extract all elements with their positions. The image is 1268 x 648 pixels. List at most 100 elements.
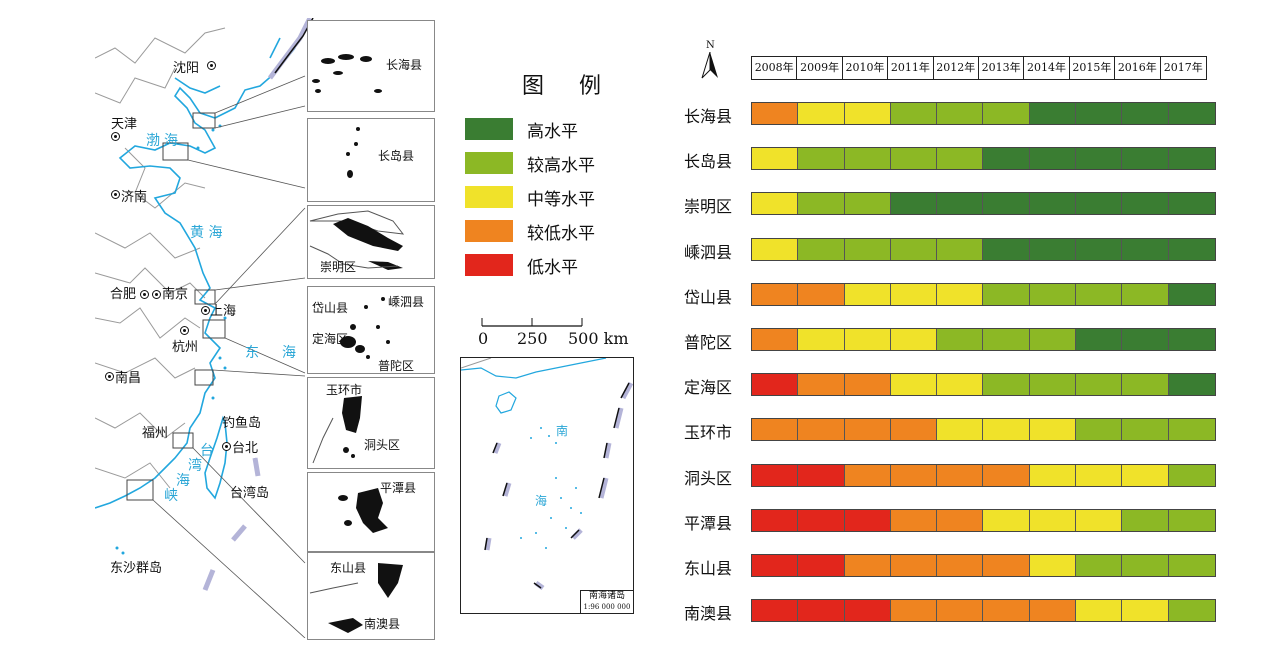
city-marker (180, 326, 189, 335)
level-cell (983, 374, 1030, 396)
scale-tick-500: 500 km (568, 329, 629, 348)
level-cell (798, 419, 845, 441)
level-cell (1122, 600, 1169, 622)
scs-map (460, 357, 634, 591)
level-cell (983, 509, 1030, 531)
level-cell (1076, 238, 1123, 260)
level-cell (1029, 283, 1077, 305)
level-cell (844, 374, 891, 396)
scs-caption-box: 南海诸岛 1:96 000 000 (580, 590, 633, 613)
legend-swatch (465, 220, 513, 242)
inset-dongshan-nanao: 东山县 南澳县 (307, 552, 435, 640)
year-label: 2014年 (1024, 57, 1070, 79)
island-shapes (309, 210, 405, 270)
row-bar (751, 192, 1216, 216)
level-cell (752, 464, 799, 486)
row-bar (751, 102, 1216, 125)
label-taiwan-strait: 台 (200, 443, 214, 459)
level-cell (890, 374, 938, 396)
level-cell (890, 464, 938, 486)
row-label: 嵊泗县 (684, 242, 733, 262)
label-diaoyu: 钓鱼岛 (222, 416, 262, 431)
level-cell (844, 464, 891, 486)
year-label: 2009年 (797, 57, 843, 79)
legend-swatch (465, 118, 513, 140)
level-cell (1122, 555, 1169, 576)
level-cell (1122, 329, 1169, 350)
label-jinan: 济南 (121, 190, 148, 205)
row-bar (751, 418, 1216, 442)
level-cell (798, 329, 845, 350)
level-cell (1168, 464, 1215, 486)
label-bohai: 海 (164, 133, 178, 149)
level-cell (1076, 555, 1123, 576)
level-cell (937, 329, 984, 350)
level-cell (752, 329, 799, 350)
level-cell (937, 555, 984, 576)
legend-title: 图 例 (522, 74, 615, 99)
level-cell (1122, 148, 1169, 170)
year-label: 2015年 (1070, 57, 1116, 79)
row-bar (751, 554, 1216, 577)
level-cell (752, 509, 799, 531)
row-label: 东山县 (684, 559, 733, 578)
level-cell (798, 238, 845, 260)
level-cell (1076, 148, 1123, 170)
island-shapes (312, 54, 382, 93)
inset-label: 嵊泗县 (388, 295, 425, 309)
year-label: 2008年 (752, 57, 798, 79)
level-cell (1029, 464, 1077, 486)
level-cell (1122, 193, 1169, 215)
level-cell (844, 238, 891, 260)
level-cell (1029, 555, 1077, 576)
level-cell (752, 103, 799, 124)
level-cell (1029, 238, 1077, 260)
row-label: 崇明区 (684, 197, 733, 217)
level-cell (1122, 103, 1169, 124)
level-cell (844, 600, 891, 622)
label-tianjin: 天津 (111, 117, 138, 132)
level-cell (983, 103, 1030, 124)
level-cell (798, 148, 845, 170)
inset-label: 崇明区 (320, 260, 357, 274)
level-cell (1076, 283, 1123, 305)
label-nanhai: 海 (535, 494, 548, 508)
level-cell (1168, 600, 1215, 622)
legend-label: 低水平 (527, 258, 578, 278)
level-cell (1076, 464, 1123, 486)
row-bar (751, 282, 1216, 306)
north-arrow-icon (701, 52, 718, 79)
level-cell (937, 464, 984, 486)
level-cell (1122, 419, 1169, 441)
level-cell (890, 193, 938, 215)
level-cell (752, 148, 799, 170)
row-label: 岱山县 (684, 287, 733, 307)
level-cell (890, 238, 938, 260)
level-cell (1029, 148, 1077, 170)
city-marker (201, 306, 210, 315)
level-cell (1168, 283, 1215, 305)
level-cell (844, 555, 891, 576)
level-cell (983, 464, 1030, 486)
label-taiwan-strait: 湾 (188, 458, 202, 474)
row-label: 长海县 (684, 107, 733, 126)
level-cell (752, 419, 799, 441)
row-bar (751, 508, 1216, 532)
level-cell (844, 148, 891, 170)
level-cell (1168, 148, 1215, 170)
level-cell (1168, 238, 1215, 260)
island-shapes (346, 127, 360, 178)
city-marker (140, 290, 149, 299)
label-hangzhou: 杭州 (172, 340, 199, 355)
label-nanhai: 南 (556, 424, 569, 438)
level-cell (890, 283, 938, 305)
island-shapes (312, 396, 362, 464)
island-shapes (338, 488, 388, 533)
year-label: 2011年 (888, 57, 934, 79)
level-cell (890, 103, 938, 124)
city-marker (105, 372, 114, 381)
legend-swatch (465, 186, 513, 208)
level-cell (798, 509, 845, 531)
row-label: 普陀区 (684, 333, 733, 352)
